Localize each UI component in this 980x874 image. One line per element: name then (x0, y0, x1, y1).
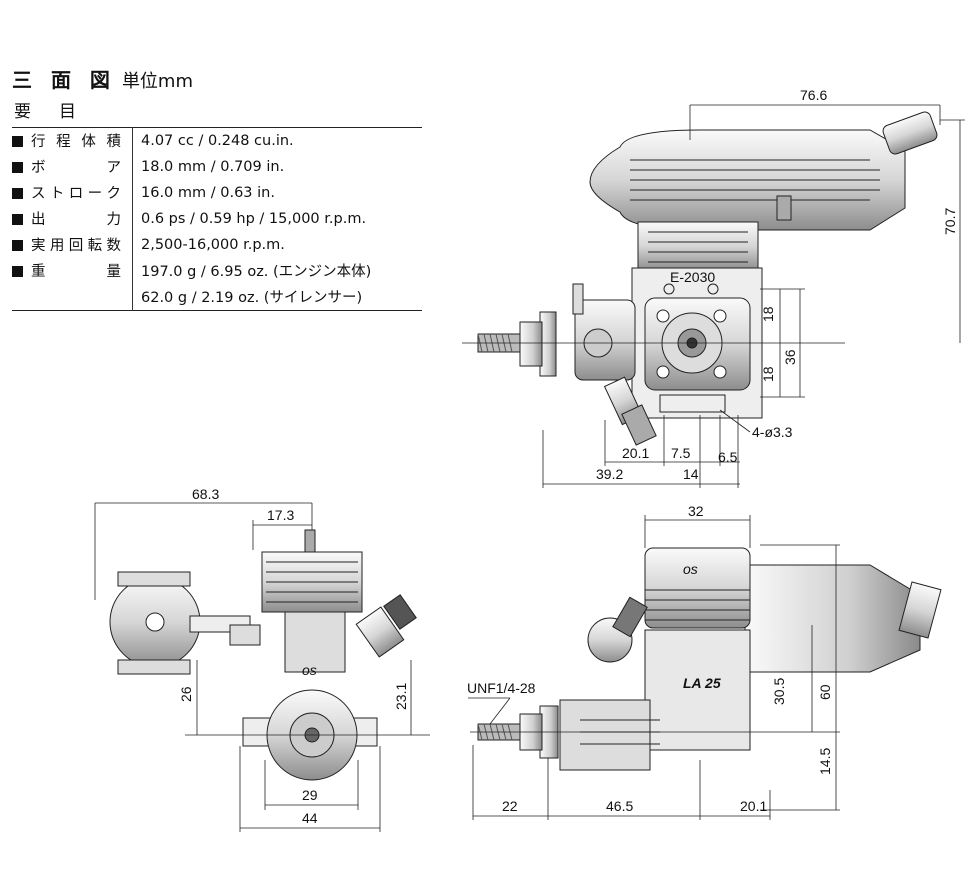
dim-18-lower: 18 (760, 366, 776, 382)
silencer (589, 111, 938, 231)
front-view (94, 502, 430, 832)
dim-32: 32 (688, 503, 704, 519)
front-logo: os (302, 662, 317, 678)
dim-29: 29 (302, 787, 318, 803)
dim-60: 60 (817, 684, 833, 700)
side-view (468, 515, 942, 820)
unit-label: 単位mm (121, 71, 194, 92)
dim-23-1: 23.1 (393, 683, 409, 710)
dim-76-6: 76.6 (800, 87, 827, 103)
dim-39-2: 39.2 (596, 466, 623, 482)
top-view (462, 104, 965, 488)
dim-20-1-side: 20.1 (740, 798, 767, 814)
dim-14: 14 (683, 466, 699, 482)
dim-26: 26 (178, 686, 194, 702)
specs-heading: 要目 (14, 102, 104, 122)
dim-44: 44 (302, 810, 318, 826)
thread-label: UNF1/4-28 (467, 680, 536, 696)
dim-22: 22 (502, 798, 518, 814)
dim-14-5: 14.5 (817, 748, 833, 775)
dim-46-5: 46.5 (606, 798, 633, 814)
holes-label: 4-ø3.3 (752, 424, 793, 440)
dim-17-3: 17.3 (267, 507, 294, 523)
dim-18-upper: 18 (760, 306, 776, 322)
plug-label: E-2030 (670, 269, 715, 285)
dim-6-5: 6.5 (718, 449, 738, 465)
front-view-labels: 68.3 17.3 26 23.1 29 44 os (178, 486, 409, 826)
dim-36: 36 (782, 349, 798, 365)
drawing-title: 三 面 図単位mm (12, 68, 194, 92)
dim-7-5: 7.5 (671, 445, 691, 461)
dim-20-1-top: 20.1 (622, 445, 649, 461)
side-logo: os (683, 561, 698, 577)
dim-68-3: 68.3 (192, 486, 219, 502)
model-logo: LA 25 (683, 675, 721, 691)
dim-30-5: 30.5 (771, 678, 787, 705)
side-view-labels: 32 UNF1/4-28 30.5 60 14.5 22 46.5 20.1 L… (467, 503, 833, 814)
spec-row: 62.0 g / 2.19 oz. (サイレンサー) (12, 284, 422, 311)
dim-70-7: 70.7 (942, 208, 958, 235)
top-view-labels: 76.6 70.7 18 18 36 E-2030 4-ø3.3 20.1 7.… (596, 87, 958, 482)
